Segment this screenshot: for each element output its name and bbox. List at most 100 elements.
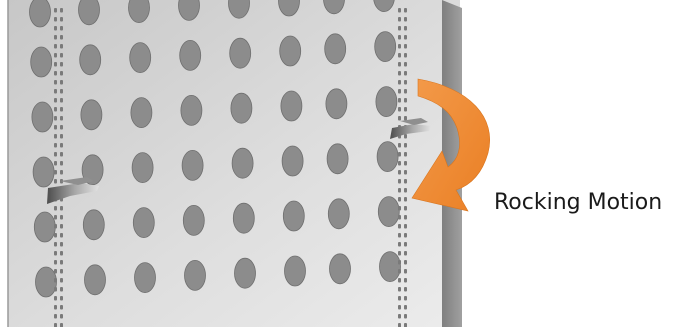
slot-mark: [404, 80, 407, 85]
slot-mark: [404, 89, 407, 94]
peg-hole: [281, 145, 304, 177]
slot-mark: [60, 251, 63, 256]
slot-mark: [60, 278, 63, 283]
slot-mark: [398, 296, 401, 301]
slot-mark: [404, 224, 407, 229]
slot-mark: [404, 170, 407, 175]
slot-mark: [60, 287, 63, 292]
peg-hole: [184, 259, 206, 291]
peg-hole: [376, 141, 399, 173]
slot-mark: [398, 170, 401, 175]
slot-mark: [404, 26, 407, 31]
peg-hole: [230, 92, 253, 124]
peg-hole: [377, 196, 400, 228]
slot-mark: [54, 323, 57, 327]
slot-mark: [404, 35, 407, 40]
slot-mark: [60, 323, 63, 327]
slot-mark: [54, 134, 57, 139]
slot-mark: [404, 296, 407, 301]
slot-mark: [404, 305, 407, 310]
slot-mark: [54, 62, 57, 67]
peg-hole: [128, 0, 150, 23]
slot-mark: [54, 242, 57, 247]
slot-mark: [54, 233, 57, 238]
slot-mark: [398, 44, 401, 49]
slot-mark: [404, 179, 407, 184]
peg-hole: [329, 253, 351, 285]
peg-hole: [179, 40, 202, 71]
slot-mark: [60, 53, 63, 58]
slot-mark: [404, 269, 407, 274]
slot-mark: [404, 323, 407, 327]
slot-mark: [60, 8, 63, 13]
slot-mark: [60, 134, 63, 139]
slot-mark: [60, 80, 63, 85]
peg-hole: [84, 264, 106, 296]
slot-mark: [404, 62, 407, 67]
peg-hole: [30, 46, 53, 78]
slot-mark: [404, 314, 407, 319]
peg-hole: [278, 0, 300, 17]
slot-mark: [398, 251, 401, 256]
slot-mark: [398, 161, 401, 166]
slot-mark: [60, 170, 63, 175]
curved-arrow-icon: [411, 78, 490, 212]
slot-mark: [54, 170, 57, 175]
slot-mark: [54, 260, 57, 265]
slot-mark: [60, 35, 63, 40]
slot-mark: [54, 287, 57, 292]
slot-mark: [398, 71, 401, 76]
slot-mark: [404, 152, 407, 157]
slot-mark: [398, 8, 401, 13]
peg-hole: [327, 198, 350, 230]
slot-mark: [404, 116, 407, 121]
peg-hole: [231, 147, 254, 179]
slot-mark: [54, 116, 57, 121]
slot-mark: [54, 125, 57, 130]
slot-mark: [398, 260, 401, 265]
slot-mark: [398, 206, 401, 211]
peg-hole: [282, 200, 305, 232]
slot-mark: [60, 26, 63, 31]
peg-hole: [379, 251, 401, 283]
slot-mark: [60, 161, 63, 166]
slot-mark: [398, 17, 401, 22]
slot-mark: [398, 143, 401, 148]
peg-hole: [284, 255, 306, 287]
peg-hole: [326, 143, 349, 175]
slot-mark: [54, 278, 57, 283]
slot-mark: [398, 278, 401, 283]
slot-mark: [54, 35, 57, 40]
slot-mark: [398, 287, 401, 292]
slot-mark: [404, 197, 407, 202]
slot-mark: [404, 287, 407, 292]
slot-mark: [398, 188, 401, 193]
slot-mark: [60, 296, 63, 301]
slot-mark: [398, 116, 401, 121]
slot-mark: [404, 278, 407, 283]
peg-hole: [182, 204, 205, 236]
peg-hole: [131, 152, 154, 184]
slot-mark: [398, 26, 401, 31]
slot-mark: [404, 143, 407, 148]
slot-mark: [398, 152, 401, 157]
slot-mark: [60, 260, 63, 265]
peg-hole: [228, 0, 250, 19]
slot-mark: [60, 44, 63, 49]
slot-mark: [404, 161, 407, 166]
slot-mark: [404, 8, 407, 13]
slot-mark: [398, 305, 401, 310]
slot-mark: [404, 107, 407, 112]
slot-mark: [404, 98, 407, 103]
slot-mark: [404, 53, 407, 58]
slot-mark: [54, 53, 57, 58]
slot-mark: [404, 242, 407, 247]
peg-hole: [229, 37, 252, 69]
peg-hole: [325, 88, 348, 120]
slot-mark: [398, 179, 401, 184]
slot-mark: [54, 305, 57, 310]
slot-mark: [60, 152, 63, 157]
slot-mark: [60, 305, 63, 310]
slot-mark: [60, 17, 63, 22]
slot-mark: [398, 89, 401, 94]
